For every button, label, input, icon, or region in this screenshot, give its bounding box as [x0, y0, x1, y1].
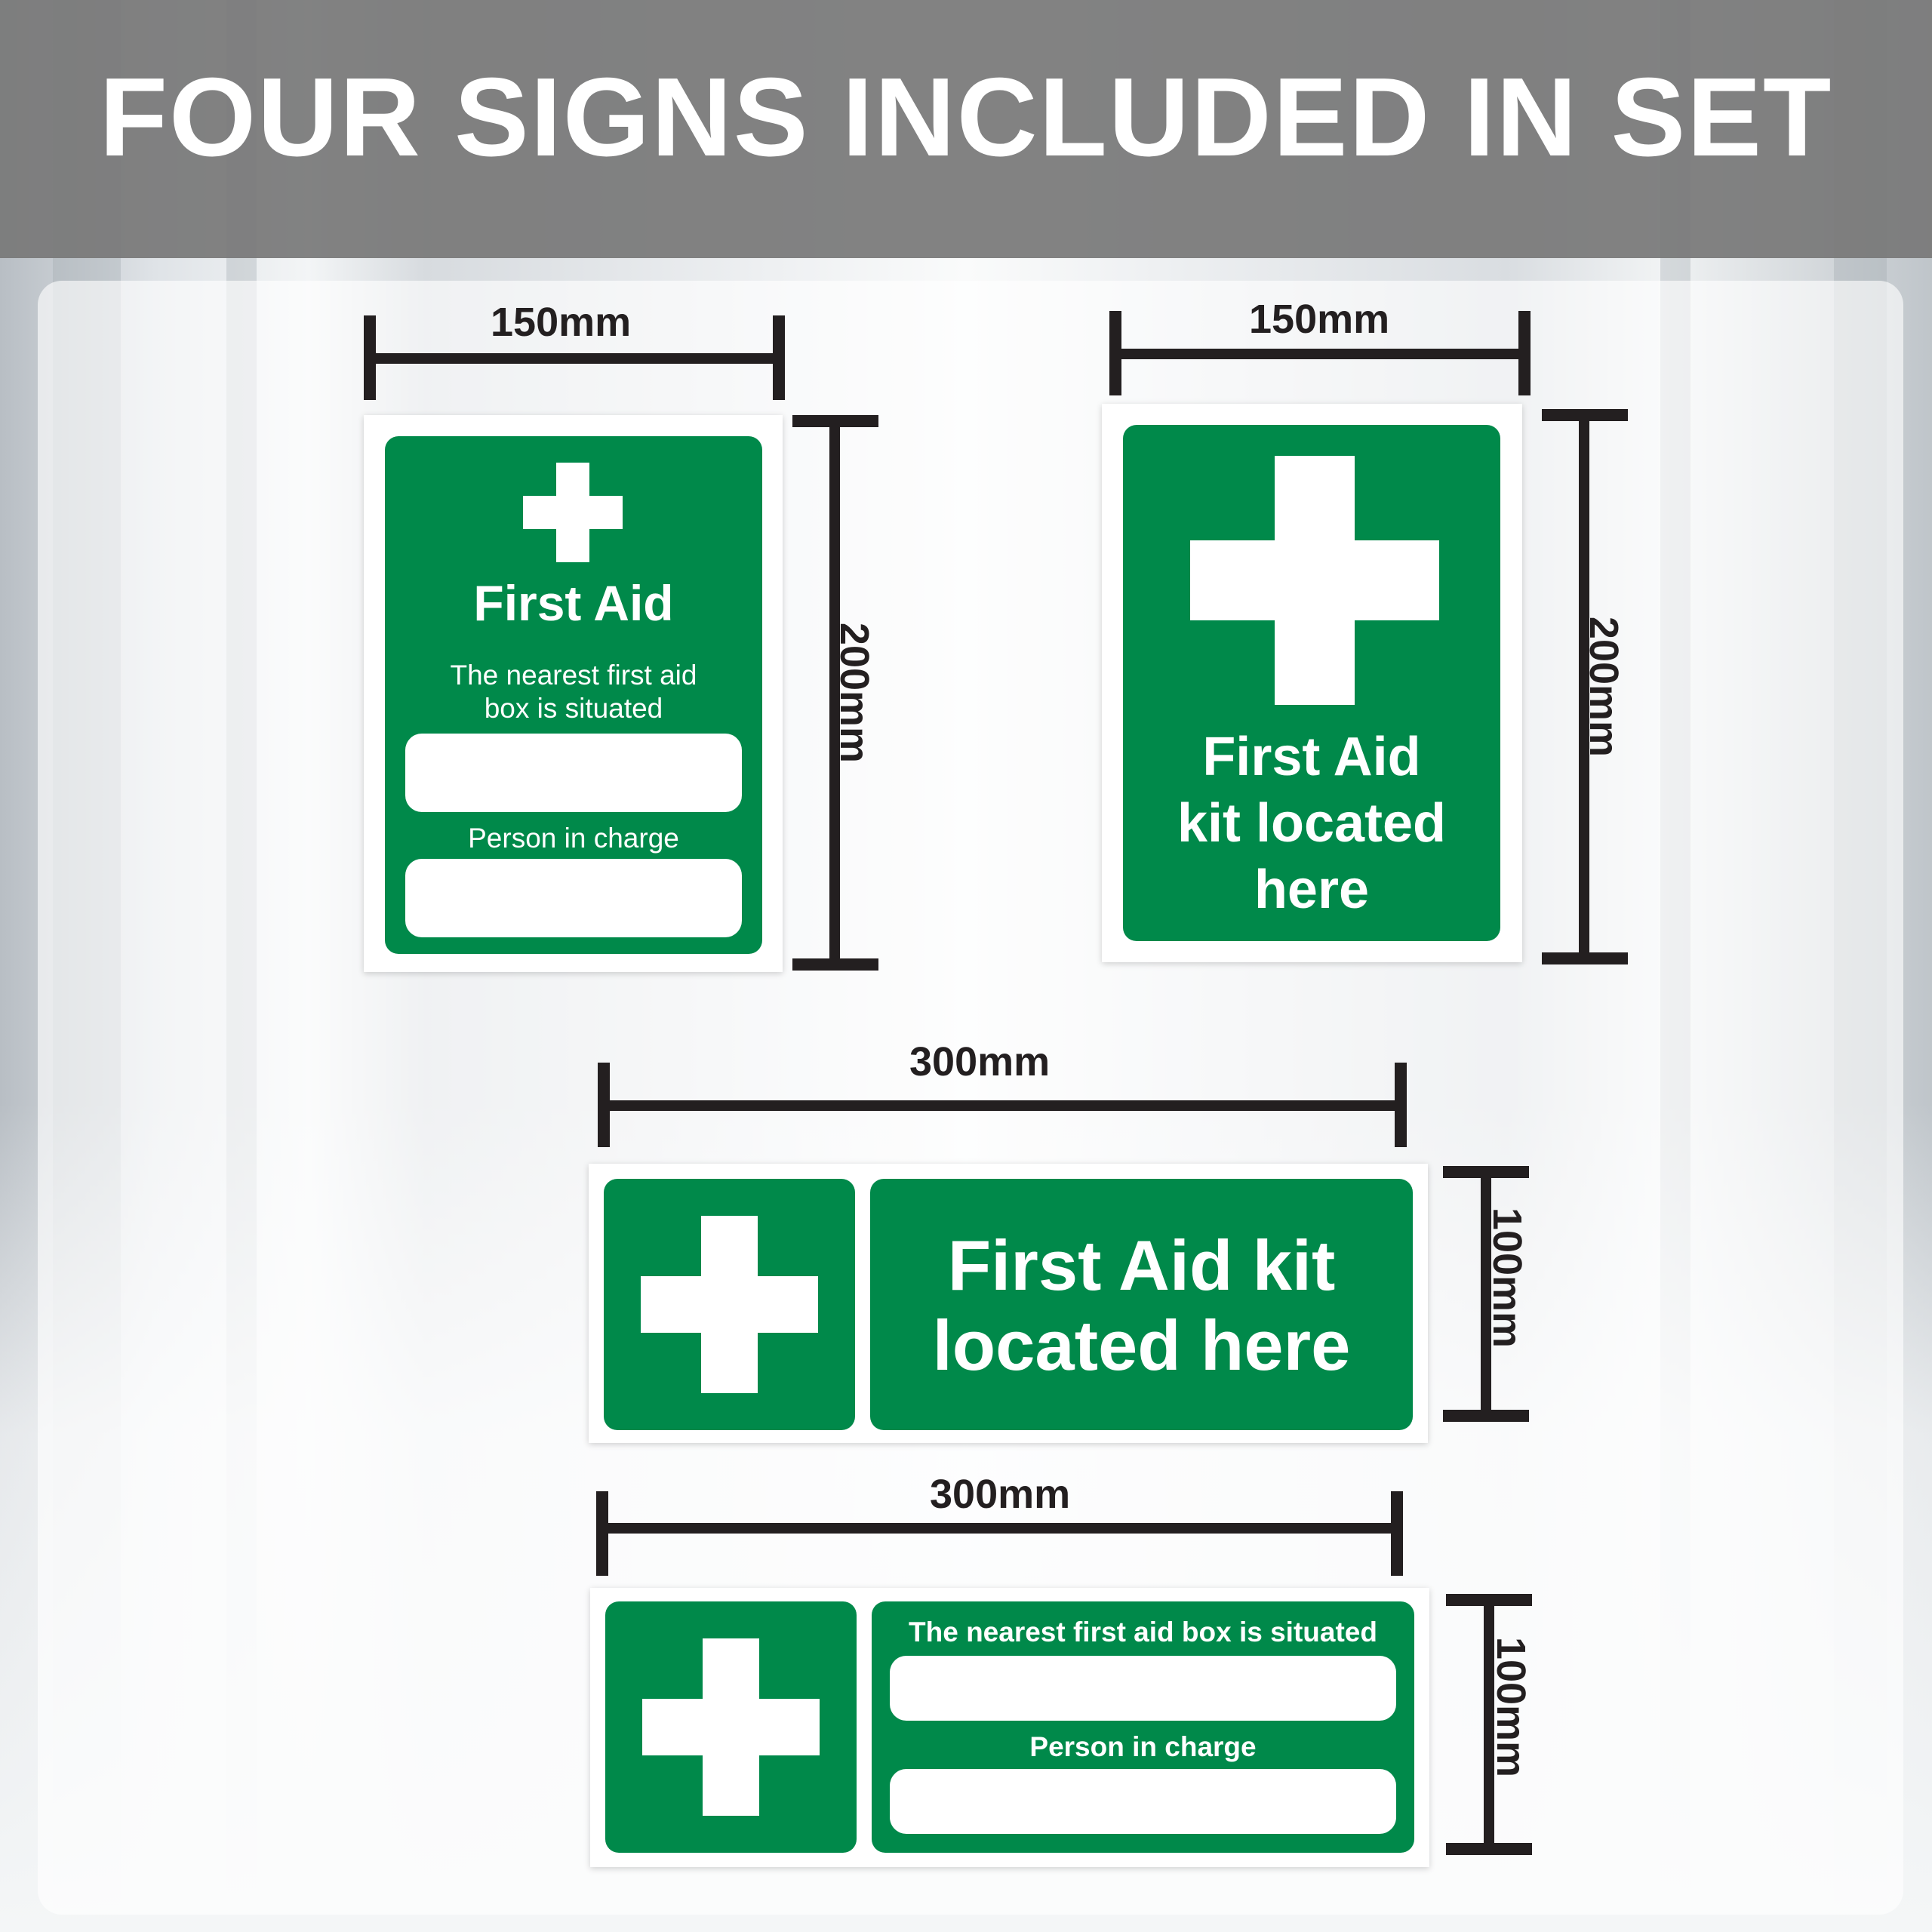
- person-in-charge-label: Person in charge: [468, 823, 679, 854]
- sign-title: First Aid: [473, 575, 674, 631]
- width-dimension-tick: [1395, 1063, 1407, 1147]
- first-aid-kit-sign-landscape: First Aid kit located here: [589, 1164, 1428, 1443]
- width-dimension-label: 300mm: [909, 1039, 1051, 1084]
- width-dimension-label: 300mm: [930, 1472, 1071, 1517]
- height-dimension-label: 100mm: [1484, 1207, 1531, 1349]
- sign-text-line: First Aid: [1202, 727, 1421, 787]
- sign-icon-panel: [605, 1601, 857, 1853]
- width-dimension-tick: [773, 315, 785, 400]
- sign-text-panel: The nearest first aid box is situated Pe…: [872, 1601, 1414, 1853]
- sign-icon-panel: [604, 1179, 855, 1430]
- height-dimension-tick: [792, 415, 878, 427]
- first-aid-location-sign-portrait: First Aid The nearest first aid box is s…: [364, 415, 783, 972]
- sign-text-panel: First Aid kit located here: [870, 1179, 1413, 1430]
- height-dimension-tick: [792, 958, 878, 971]
- width-dimension-tick: [1109, 311, 1121, 395]
- sign-green-panel: First Aid The nearest first aid box is s…: [385, 436, 762, 954]
- sign-text-line: First Aid kit: [947, 1226, 1336, 1305]
- height-dimension-label: 200mm: [1581, 616, 1627, 758]
- height-dimension-tick: [1443, 1410, 1529, 1422]
- sign-text-line: kit located: [1177, 793, 1447, 854]
- header-band: [0, 0, 1932, 258]
- sign-text-line: located here: [932, 1306, 1351, 1385]
- first-aid-cross-icon: [641, 1216, 818, 1393]
- height-dimension-tick: [1542, 409, 1628, 421]
- height-dimension-line: [829, 415, 840, 966]
- location-write-in-field: [405, 734, 742, 812]
- width-dimension-tick: [1391, 1491, 1403, 1576]
- width-dimension-line: [598, 1100, 1401, 1111]
- sign-text-line: box is situated: [484, 693, 663, 724]
- width-dimension-tick: [598, 1063, 610, 1147]
- first-aid-cross-icon: [642, 1638, 820, 1816]
- sign-text-line: here: [1254, 860, 1370, 920]
- width-dimension-tick: [364, 315, 376, 400]
- height-dimension-line: [1579, 409, 1589, 961]
- width-dimension-tick: [1518, 311, 1531, 395]
- height-dimension-line: [1481, 1166, 1491, 1421]
- location-write-in-field: [890, 1656, 1396, 1721]
- first-aid-kit-sign-portrait: First Aid kit located here: [1102, 404, 1522, 962]
- width-dimension-line: [1115, 349, 1529, 359]
- location-field-label: The nearest first aid box is situated: [909, 1617, 1377, 1647]
- height-dimension-tick: [1542, 952, 1628, 964]
- width-dimension-label: 150mm: [491, 300, 632, 345]
- first-aid-cross-icon: [1190, 456, 1439, 705]
- width-dimension-label: 150mm: [1249, 297, 1390, 342]
- person-in-charge-field: [890, 1769, 1396, 1834]
- first-aid-location-sign-landscape: The nearest first aid box is situated Pe…: [590, 1588, 1429, 1867]
- height-dimension-line: [1484, 1598, 1494, 1853]
- width-dimension-tick: [596, 1491, 608, 1576]
- height-dimension-tick: [1443, 1166, 1529, 1178]
- person-in-charge-field: [405, 859, 742, 937]
- sign-text-line: The nearest first aid: [450, 660, 697, 691]
- person-in-charge-label: Person in charge: [1029, 1731, 1257, 1762]
- width-dimension-line: [370, 353, 783, 364]
- height-dimension-label: 200mm: [832, 622, 878, 764]
- width-dimension-line: [598, 1523, 1398, 1534]
- page-title: FOUR SIGNS INCLUDED IN SET: [99, 55, 1833, 180]
- sign-green-panel: First Aid kit located here: [1123, 425, 1500, 941]
- first-aid-cross-icon: [523, 463, 623, 562]
- height-dimension-tick: [1446, 1594, 1532, 1606]
- height-dimension-tick: [1446, 1843, 1532, 1855]
- height-dimension-label: 100mm: [1488, 1636, 1534, 1778]
